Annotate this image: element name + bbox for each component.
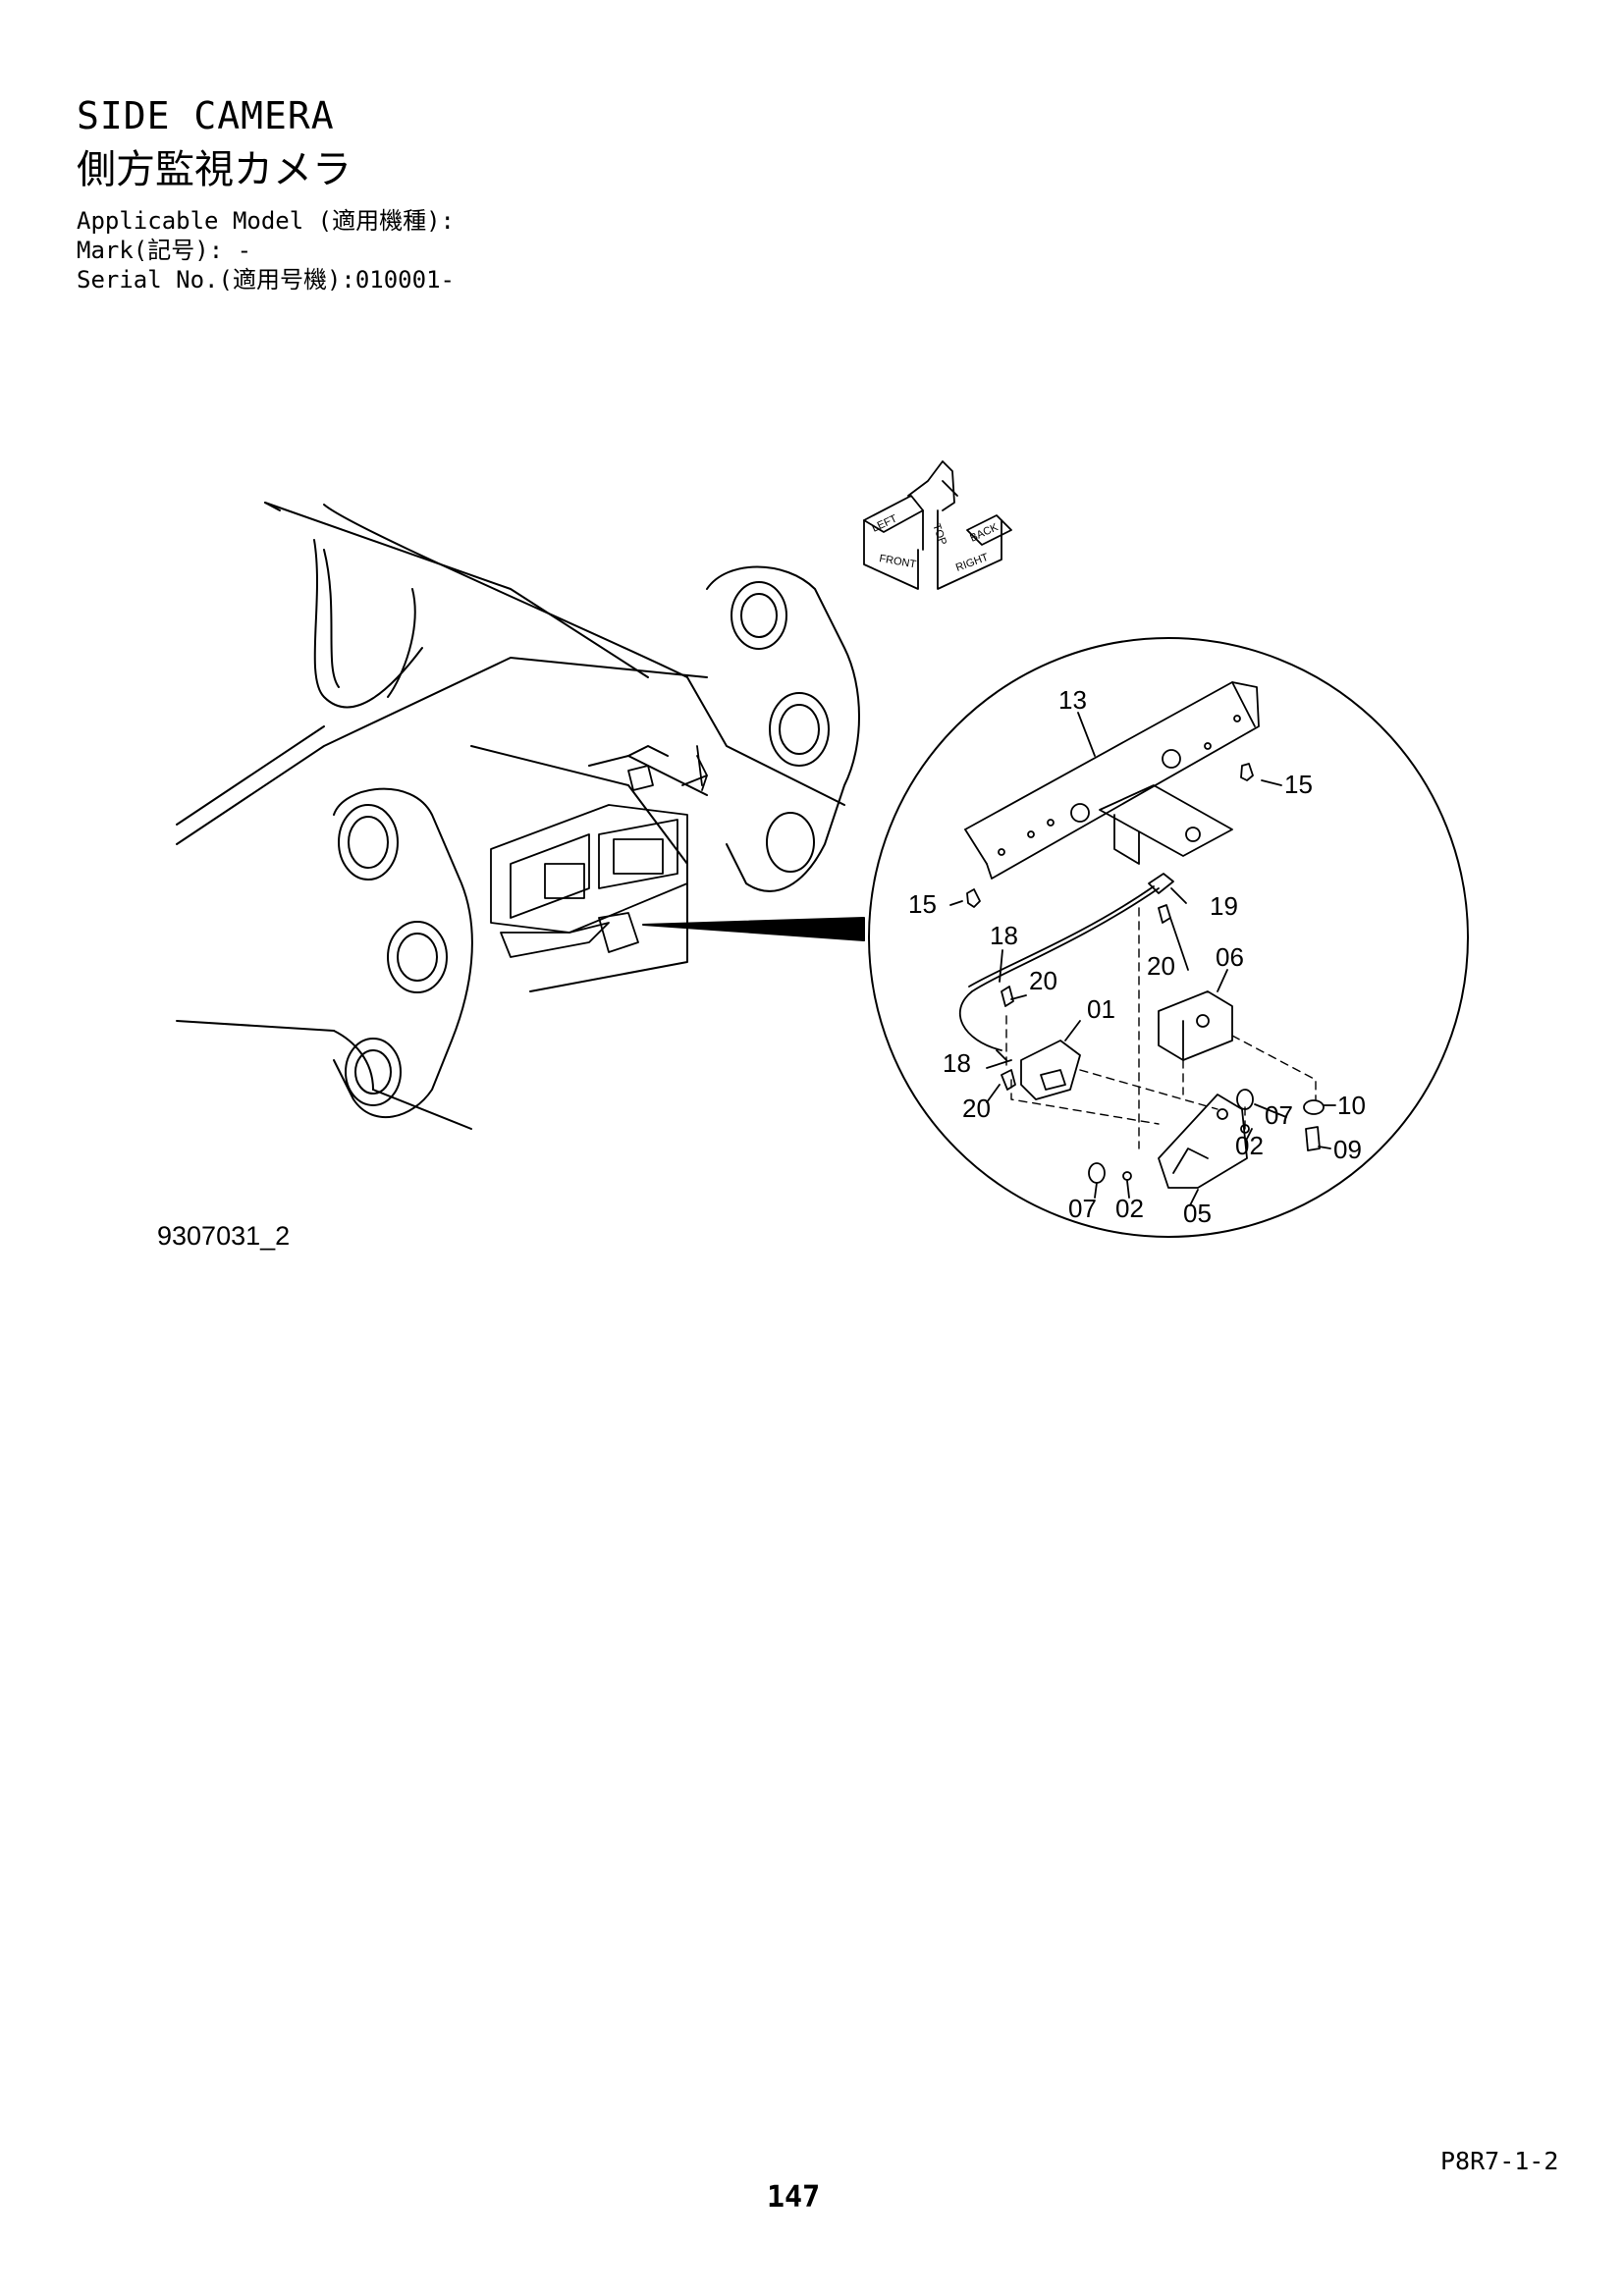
callout-15: 15 [1284,770,1313,799]
callout-13: 13 [1058,685,1087,715]
callout-09: 09 [1333,1135,1362,1164]
detail-leader-wedge [642,917,865,941]
detail-view-circle [868,637,1469,1238]
orientation-label-front: FRONT [878,553,917,570]
callout-15: 15 [908,889,937,919]
applicable-model: Applicable Model (適用機種): [77,207,455,235]
page-number: 147 [767,2180,821,2215]
page-title-en: SIDE CAMERA [77,94,335,137]
callout-01: 01 [1087,994,1115,1024]
callout-07: 07 [1068,1194,1097,1223]
callout-07: 07 [1265,1100,1293,1130]
callout-18: 18 [943,1048,971,1078]
orientation-label-top: TOP [930,522,948,547]
callout-19: 19 [1210,891,1238,921]
page-title-ja: 側方監視カメラ [77,147,352,192]
mark: Mark(記号): - [77,237,252,264]
callout-02: 02 [1115,1194,1144,1223]
callout-20: 20 [1147,951,1175,981]
callout-05: 05 [1183,1199,1212,1228]
page-code: P8R7-1-2 [1440,2147,1559,2175]
drawing-number: 9307031_2 [157,1221,291,1251]
boom-assembly-drawing [176,502,860,1130]
callout-10: 10 [1337,1091,1366,1120]
callout-06: 06 [1216,942,1244,972]
callout-labels: 13 15 15 19 18 20 20 06 01 18 20 07 10 0… [908,685,1366,1228]
callout-20: 20 [1029,966,1057,995]
orientation-label-back: BACK [968,521,1001,545]
orientation-icon: FRONT RIGHT TOP LEFT BACK [863,460,1012,590]
callout-18: 18 [990,921,1018,950]
serial-number: Serial No.(適用号機):010001- [77,266,455,294]
callout-02: 02 [1235,1131,1264,1160]
orientation-label-right: RIGHT [954,552,991,574]
detail-parts [949,681,1336,1206]
callout-20: 20 [962,1094,991,1123]
